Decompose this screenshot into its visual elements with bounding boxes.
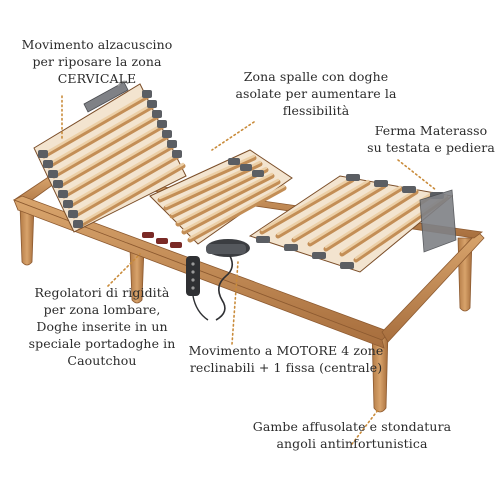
callout-leaders xyxy=(61,95,437,445)
remote-control-icon xyxy=(186,256,209,321)
head-section xyxy=(33,80,187,233)
callout-motor-movement: Movimento a MOTORE 4 zone reclinabili + … xyxy=(188,343,384,375)
callout-lumbar-regulators: Regolatori di rigidità per zona lombare,… xyxy=(28,285,176,368)
motor-unit xyxy=(206,239,250,321)
middle-section xyxy=(142,149,293,248)
callout-legs: Gambe affusolate e stondatura angoli ant… xyxy=(252,419,452,451)
foot-section xyxy=(248,174,457,273)
callout-shoulder-zone: Zona spalle con doghe asolate per aument… xyxy=(235,69,397,118)
callout-mattress-stop: Ferma Materasso su testata e pediera xyxy=(367,123,495,155)
callout-neck-support: Movimento alzacuscino per riposare la zo… xyxy=(21,37,173,86)
